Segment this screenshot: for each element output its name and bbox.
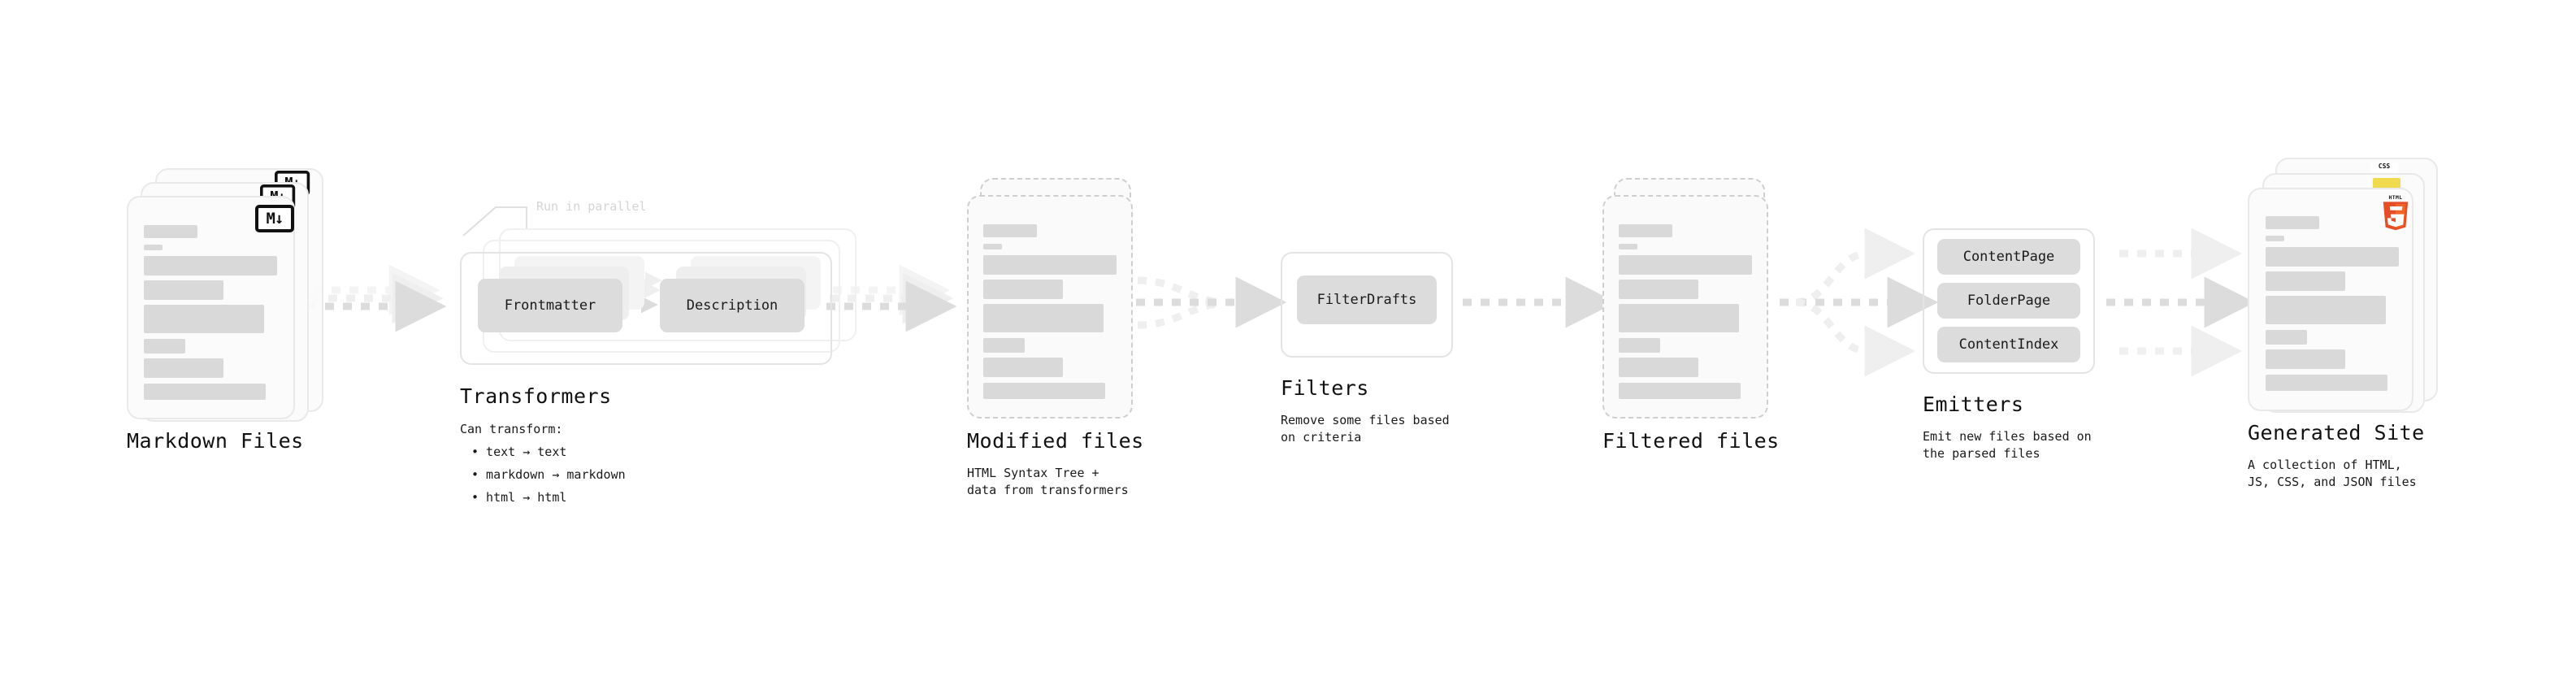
skeleton-line [983,255,1117,275]
stage-transformers: Run in parallel Frontmatter Description … [0,0,856,681]
modified-files-subtitle: HTML Syntax Tree + data from transformer… [967,466,1129,497]
svg-text:HTML: HTML [2389,194,2403,201]
skeleton-line [144,225,197,238]
skeleton-line [983,224,1037,237]
stage-emitters: ContentPage FolderPage ContentIndex Emit… [0,0,2095,681]
skeleton-line [1619,280,1698,299]
stage-filters: FilterDrafts Filters Remove some files b… [0,0,1453,681]
filters-subtitle: Remove some files based on criteria [1281,413,1450,445]
skeleton-line [1619,224,1672,237]
skeleton-line [983,244,1002,249]
contentpage-pill[interactable]: ContentPage [1937,239,2080,275]
skeleton-line [983,338,1025,353]
transformers-bullet-1: • markdown → markdown [471,467,626,482]
markdown-logo-icon: M↓ [255,205,294,232]
arrow-modified-to-filters [1136,276,1287,329]
stage-title-filtered-files: Filtered files [1602,429,1780,453]
skeleton-line [144,256,277,275]
frontmatter-pill[interactable]: Frontmatter [478,279,622,332]
html5-logo-icon: HTML [2383,194,2409,231]
stage-title-modified-files: Modified files [967,429,1144,453]
stage-generated-site: CSS HTML Generated Site A collection of … [0,0,2438,681]
skeleton-line [144,245,163,250]
folderpage-pill[interactable]: FolderPage [1937,283,2080,319]
transformer-group-front [460,252,832,365]
skeleton-line [2266,330,2307,345]
skeleton-line [1619,304,1739,332]
skeleton-line [2266,216,2319,229]
skeleton-line [2266,247,2399,267]
stage-title-generated-site: Generated Site [2248,421,2425,445]
stage-markdown-files: M↓ M↓ M↓ Markdown Files [0,0,325,681]
skeleton-line [144,305,264,333]
arrow-emitters-to-site [2106,228,2256,377]
stage-filtered-files: Filtered files [0,0,1779,681]
skeleton-line [144,280,223,300]
filterdrafts-pill[interactable]: FilterDrafts [1297,275,1437,324]
stage-modified-files: Modified files HTML Syntax Tree + data f… [0,0,1143,681]
skeleton-line [144,339,185,354]
skeleton-line [2266,375,2387,391]
transformers-subtitle-heading: Can transform: [460,422,563,436]
skeleton-line [144,384,266,400]
transformers-bullet-0: • text → text [471,445,567,459]
skeleton-line [144,358,223,378]
contentindex-pill[interactable]: ContentIndex [1937,327,2080,362]
skeleton-line [1619,358,1698,377]
skeleton-line [983,304,1104,332]
emitters-group-box [1923,228,2095,374]
skeleton-line [2266,296,2386,324]
skeleton-line [2266,271,2345,291]
description-pill[interactable]: Description [660,279,804,332]
filters-group-box [1281,252,1453,358]
run-in-parallel-note: Run in parallel [536,199,647,214]
skeleton-line [983,383,1105,399]
skeleton-line [1619,383,1741,399]
skeleton-line [983,280,1063,299]
stage-title-transformers: Transformers [460,384,612,408]
skeleton-line [2266,236,2284,241]
skeleton-line [2266,349,2345,369]
arrow-filtered-to-emitters [1780,228,1939,377]
stage-title-emitters: Emitters [1923,393,2024,416]
skeleton-line [983,358,1063,377]
emitters-subtitle: Emit new files based on the parsed files [1923,429,2092,461]
transformers-bullet-2: • html → html [471,490,567,505]
stage-title-markdown-files: Markdown Files [127,429,304,453]
skeleton-line [1619,255,1752,275]
skeleton-line [1619,338,1660,353]
generated-site-subtitle: A collection of HTML, JS, CSS, and JSON … [2248,458,2417,489]
stage-title-filters: Filters [1281,376,1369,400]
skeleton-line [1619,244,1637,249]
